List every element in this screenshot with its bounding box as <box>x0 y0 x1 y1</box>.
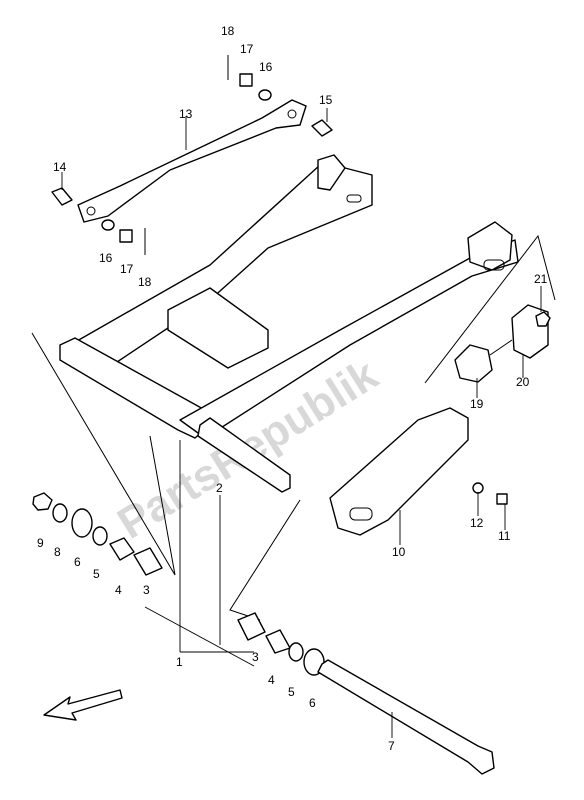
bolt-14 <box>51 187 73 206</box>
leader-lines <box>61 108 542 738</box>
part-label-18a: 18 <box>221 24 235 38</box>
nut-21 <box>535 311 551 327</box>
axle-mount-plate <box>467 221 513 271</box>
part-label-21: 21 <box>534 272 548 286</box>
part-label-3b: 3 <box>252 650 259 664</box>
spacer-4-left <box>109 537 135 561</box>
part-label-17a: 17 <box>240 42 254 56</box>
nut-17a <box>239 73 253 87</box>
part-label-17b: 17 <box>120 262 134 276</box>
washer-16b <box>101 219 115 231</box>
direction-arrow <box>43 689 123 721</box>
part-label-16a: 16 <box>259 60 273 74</box>
chain-guide <box>329 407 469 536</box>
part-label-20: 20 <box>516 375 530 389</box>
pivot-shaft <box>317 659 495 775</box>
part-label-1: 1 <box>176 655 183 669</box>
chain-adjuster-19 <box>454 344 493 383</box>
rear-slot <box>346 194 362 203</box>
swingarm-lower-rail <box>179 239 519 439</box>
part-label-6a: 6 <box>74 555 81 569</box>
washer-16a <box>258 89 272 101</box>
part-label-6b: 6 <box>309 696 316 710</box>
part-label-7: 7 <box>388 739 395 753</box>
torque-arm-hole-rear <box>287 109 297 119</box>
part-label-2: 2 <box>216 481 223 495</box>
reference-outline-left <box>31 332 176 576</box>
spacer-4-right <box>265 629 291 654</box>
reference-outline-lower <box>229 499 301 621</box>
part-labels: 1 2 3 3 4 4 5 5 6 6 7 8 9 10 11 12 13 14… <box>37 24 548 753</box>
part-label-9: 9 <box>37 536 44 550</box>
washer-12 <box>472 482 484 494</box>
torque-arm-hole-front <box>86 206 96 216</box>
bearing-3-left <box>133 547 163 576</box>
torque-arm <box>77 99 307 223</box>
nut-9 <box>32 492 53 511</box>
adjuster-bolt <box>489 339 513 356</box>
swingarm-crossmember <box>167 287 269 369</box>
swingarm-rear-bracket <box>317 154 346 191</box>
part-label-18b: 18 <box>138 275 152 289</box>
part-label-4b: 4 <box>268 673 275 687</box>
swingarm-upper-rail <box>69 164 373 369</box>
part-label-3a: 3 <box>143 583 150 597</box>
part-label-19: 19 <box>470 397 484 411</box>
washer-8 <box>52 503 68 523</box>
axle-slot <box>483 259 505 271</box>
bolt-11 <box>496 493 508 505</box>
bolt-15 <box>311 119 333 137</box>
part-label-12: 12 <box>470 516 484 530</box>
part-label-5a: 5 <box>93 567 100 581</box>
chain-guide-slot <box>349 507 373 521</box>
part-label-5b: 5 <box>288 685 295 699</box>
part-label-10: 10 <box>392 545 406 559</box>
bearing-3-right <box>237 612 266 641</box>
washer-5-right <box>288 642 304 662</box>
part-label-16b: 16 <box>99 251 113 265</box>
part-label-14: 14 <box>53 160 67 174</box>
part-label-4a: 4 <box>115 583 122 597</box>
part-label-13: 13 <box>179 107 193 121</box>
reference-outline-right <box>424 234 556 384</box>
part-label-11: 11 <box>498 529 511 543</box>
pivot-sleeve <box>197 417 291 493</box>
part-label-8: 8 <box>54 545 61 559</box>
washer-5-left <box>92 526 108 546</box>
cap-6-left <box>71 508 93 538</box>
nut-17b <box>119 229 133 243</box>
part-label-15: 15 <box>319 93 333 107</box>
